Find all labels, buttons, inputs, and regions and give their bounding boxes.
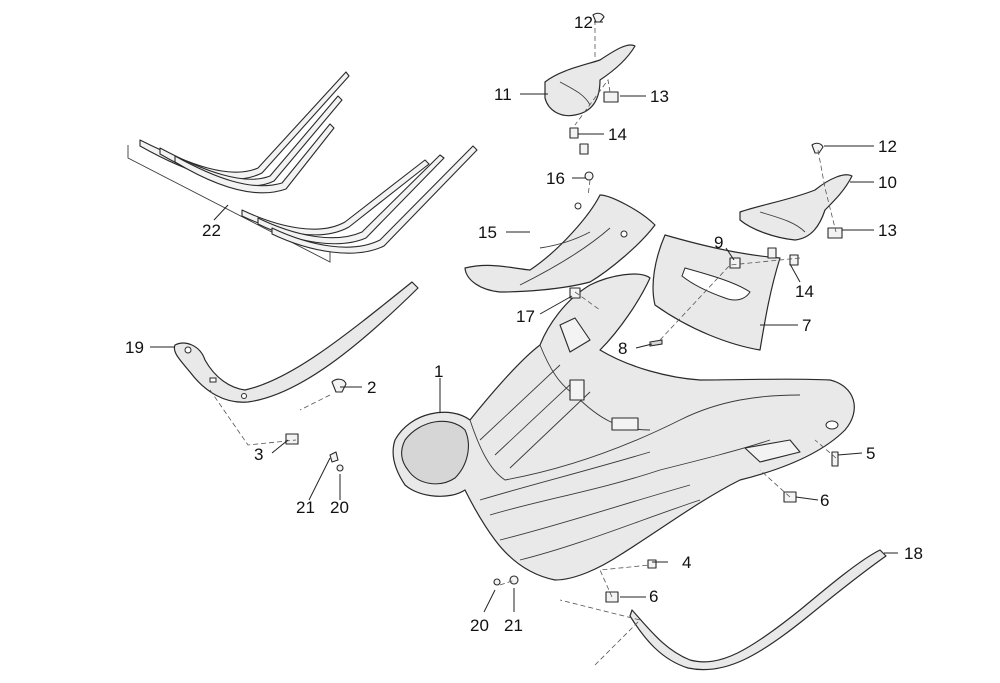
part-22-footboard-strips <box>127 71 478 263</box>
part-20-screw-bottom <box>493 578 501 586</box>
callout-8: 8 <box>618 339 627 358</box>
part-7-glovebox-lid <box>652 234 781 351</box>
callout-1: 1 <box>434 362 443 381</box>
callout-3: 3 <box>254 445 263 464</box>
part-18-rail <box>629 549 887 671</box>
callout-5: 5 <box>866 444 875 463</box>
part-8-screw <box>649 339 663 347</box>
part-11-trim <box>544 44 636 117</box>
callout-2: 2 <box>367 378 376 397</box>
callout-11: 11 <box>494 85 512 104</box>
part-5-screw <box>831 451 839 467</box>
part-9-clip <box>729 257 741 269</box>
callout-labels: 1 2 3 4 5 6 6 7 8 9 10 11 12 12 13 13 14… <box>125 13 923 635</box>
part-14-clip-b <box>579 143 589 155</box>
part-12-screw-right <box>811 142 824 154</box>
callout-10: 10 <box>878 173 897 192</box>
callout-9: 9 <box>714 233 723 252</box>
part-13-nut-top <box>603 91 619 103</box>
part-1-main-body <box>392 273 855 581</box>
callout-21-bottom: 21 <box>504 616 523 635</box>
callout-21-left: 21 <box>296 498 315 517</box>
part-13-nut-right <box>827 227 843 239</box>
part-15-floor-mat <box>464 194 656 293</box>
part-20-screw-left <box>336 464 344 472</box>
part-10-trim <box>739 174 853 241</box>
part-12-screw-top <box>592 12 605 23</box>
callout-19: 19 <box>125 338 144 357</box>
callout-14-right: 14 <box>795 282 814 301</box>
callout-4: 4 <box>682 553 691 572</box>
callout-14-top: 14 <box>608 125 627 144</box>
callout-15: 15 <box>478 223 497 242</box>
callout-16: 16 <box>546 169 565 188</box>
part-14-clip-d <box>789 254 799 266</box>
assembly-lines <box>209 20 837 666</box>
callout-12-right: 12 <box>878 137 897 156</box>
callout-12-top: 12 <box>574 13 593 32</box>
part-3-clip <box>285 433 299 445</box>
part-14-clip-a <box>569 127 579 139</box>
part-4-screw <box>647 559 657 569</box>
part-14-clip-c <box>767 247 777 259</box>
leader-lines <box>150 21 898 613</box>
callout-13-top: 13 <box>650 87 669 106</box>
part-21-washer-left <box>329 451 339 463</box>
callout-17: 17 <box>516 307 535 326</box>
callout-20-left: 20 <box>330 498 349 517</box>
callout-18: 18 <box>904 544 923 563</box>
fasteners <box>285 12 843 603</box>
callout-7: 7 <box>802 316 811 335</box>
callout-22: 22 <box>202 221 221 240</box>
callout-6-right: 6 <box>820 491 829 510</box>
callout-13-right: 13 <box>878 221 897 240</box>
part-17-clip <box>569 287 581 299</box>
part-16-screw <box>584 171 594 181</box>
part-21-washer-bottom <box>509 575 519 585</box>
part-2-screw <box>331 378 347 393</box>
callout-20-bottom: 20 <box>470 616 489 635</box>
callout-6-bottom: 6 <box>649 587 658 606</box>
part-19-side-rail <box>173 281 419 403</box>
